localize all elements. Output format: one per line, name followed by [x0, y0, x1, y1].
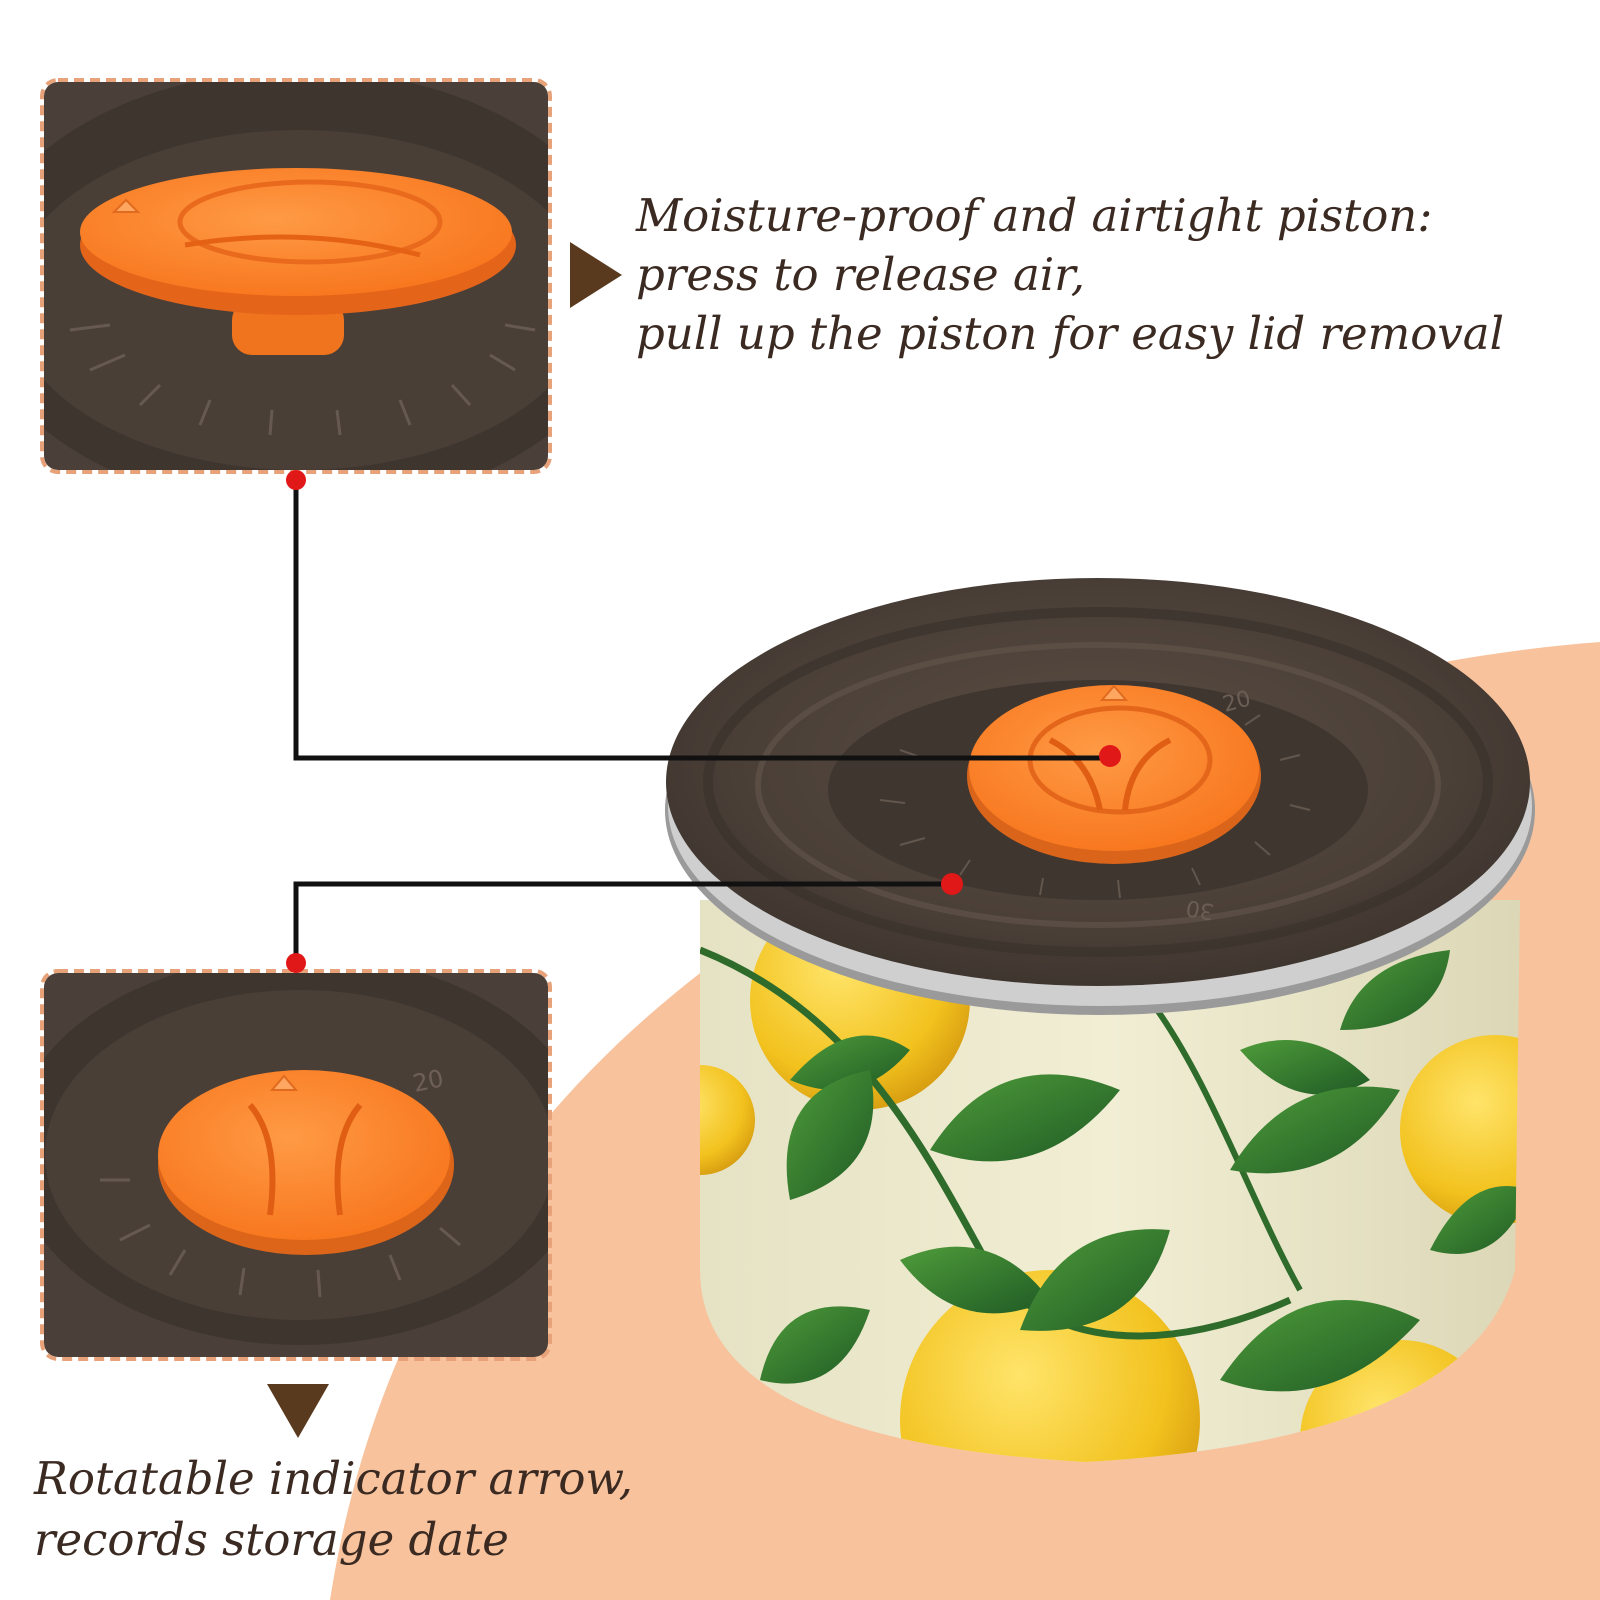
connector-dot: [1099, 745, 1121, 767]
caption-line: records storage date: [34, 1513, 509, 1566]
caption-line: press to release air,: [636, 248, 1086, 301]
piston-connector-line: [293, 480, 1110, 761]
piston-closeup-frame: [40, 78, 552, 474]
caption-line: Rotatable indicator arrow,: [34, 1452, 633, 1505]
caption-line: Moisture-proof and airtight piston:: [636, 189, 1433, 242]
indicator-feature-caption: Rotatable indicator arrow, records stora…: [34, 1448, 734, 1570]
connector-dot: [286, 953, 306, 973]
right-pointer-icon: [570, 242, 622, 308]
indicator-arrow-icon: [1099, 684, 1129, 701]
piston-feature-caption: Moisture-proof and airtight piston: pres…: [636, 186, 1576, 363]
down-pointer-icon: [267, 1384, 329, 1438]
dial-number-bottom: 30: [1184, 894, 1216, 923]
svg-text:20: 20: [410, 1064, 446, 1098]
indicator-connector-line: [293, 881, 952, 963]
date-dial-ticks: [879, 714, 1311, 899]
indicator-closeup-frame: 20: [40, 969, 552, 1361]
callout-connectors: [293, 480, 1110, 963]
food-storage-container: 20 30: [665, 578, 1535, 1462]
piston-knob[interactable]: [967, 684, 1261, 864]
connector-dot: [286, 470, 306, 490]
connector-dot: [941, 873, 963, 895]
caption-line: pull up the piston for easy lid removal: [636, 307, 1505, 360]
